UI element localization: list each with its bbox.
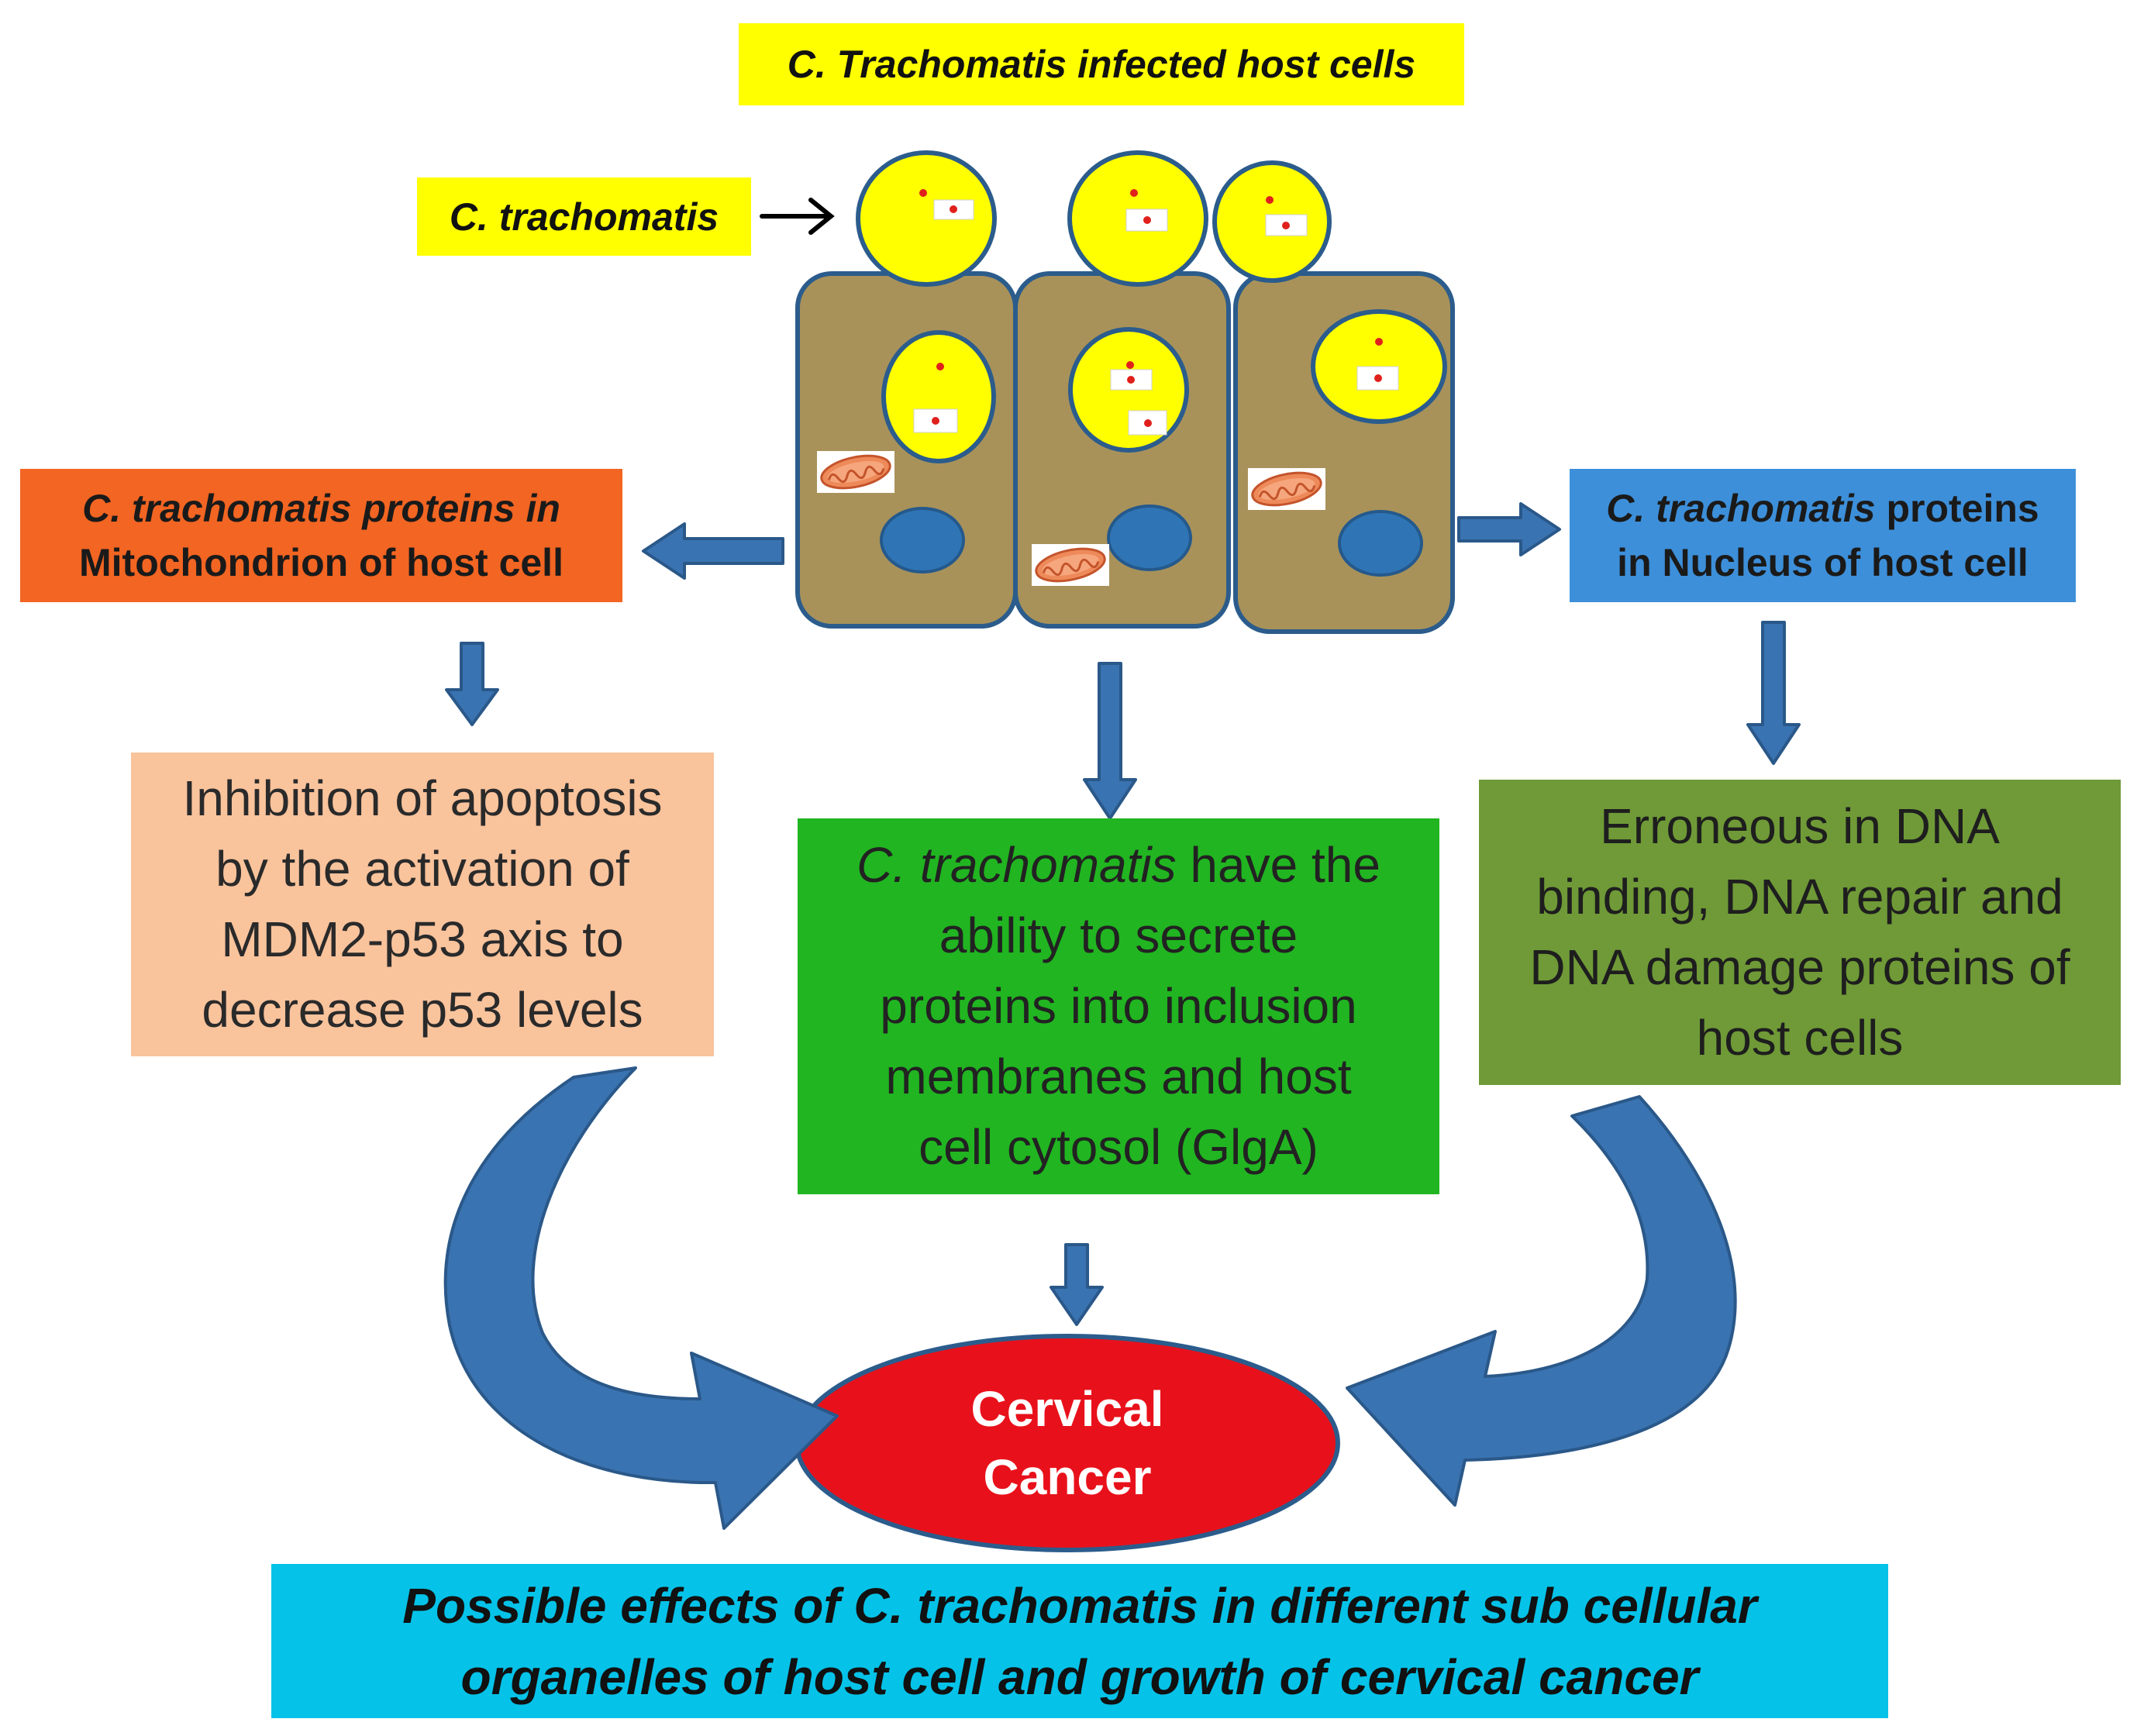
- red-dot: [1374, 374, 1382, 382]
- secretion-box-species: C. trachomatis: [857, 837, 1177, 893]
- mitochondrion-icon: [1248, 468, 1325, 510]
- nucleus: [1107, 505, 1192, 571]
- curved-arrow-right: [1346, 1095, 1737, 1507]
- curved-arrows: [443, 1066, 1737, 1530]
- mitochondrion-box-line: Mitochondrion of host cell: [79, 541, 564, 584]
- secretion-box-line: C. trachomatis have the: [857, 830, 1380, 901]
- cervical-cancer-label: Cervical Cancer: [797, 1336, 1338, 1550]
- nucleus-box-species: C. trachomatis: [1606, 487, 1876, 530]
- red-dot: [1126, 361, 1134, 369]
- arrow-to-secretion-box: [1083, 662, 1137, 820]
- red-dot: [932, 417, 939, 425]
- diagram-title: C. Trachomatis infected host cells: [739, 23, 1464, 105]
- red-dot: [1282, 222, 1290, 229]
- mitochondrion-body: [1035, 547, 1106, 583]
- host-nuclei: [880, 505, 1423, 577]
- diagram-caption: Possible effects of C. trachomatis in di…: [271, 1564, 1888, 1718]
- nucleus-box-line: in Nucleus of host cell: [1617, 541, 2028, 584]
- red-dot: [1130, 189, 1138, 197]
- dna-box-line: host cells: [1696, 1010, 1904, 1066]
- secretion-box-line-rest: have the: [1176, 837, 1380, 893]
- apoptosis-box-line: decrease p53 levels: [202, 982, 643, 1038]
- arrow-to-apoptosis-box: [445, 642, 499, 726]
- nucleus: [880, 507, 965, 574]
- cervical-cancer-label-line: Cancer: [983, 1449, 1152, 1505]
- mitochondrion-box-line: C. trachomatis proteins in: [82, 487, 560, 530]
- red-dot: [950, 205, 957, 213]
- secretion-box-line: cell cytosol (GlgA): [919, 1119, 1318, 1175]
- mitochondrion-cristae: [827, 465, 885, 484]
- pathogen-label: C. trachomatis: [417, 177, 751, 256]
- red-dot: [1144, 419, 1152, 427]
- red-dot: [1266, 196, 1274, 204]
- caption-line: organelles of host cell and growth of ce…: [460, 1648, 1699, 1705]
- protein-secretion-box: C. trachomatis have the ability to secre…: [798, 818, 1439, 1194]
- inclusion-markers: [913, 189, 1399, 436]
- nucleus-box-line-rest: proteins: [1875, 487, 2039, 530]
- curved-arrow-left: [443, 1066, 839, 1530]
- apoptosis-inhibition-box: Inhibition of apoptosis by the activatio…: [131, 753, 714, 1056]
- apoptosis-box-line: Inhibition of apoptosis: [182, 770, 663, 826]
- arrow-to-dna-box: [1746, 621, 1801, 765]
- apoptosis-box-line: MDM2-p53 axis to: [221, 911, 624, 967]
- chlamydia-body: [856, 150, 997, 287]
- secretion-box-line: membranes and host: [885, 1049, 1352, 1104]
- dna-box-line: binding, DNA repair and: [1536, 869, 2063, 925]
- mitochondrion-icon: [817, 451, 894, 493]
- red-dot: [1127, 376, 1135, 384]
- red-dot: [919, 189, 927, 197]
- pointer-arrow-icon: [760, 198, 835, 235]
- mitochondrion-cristae: [1258, 482, 1316, 501]
- mitochondrion-proteins-box: C. trachomatis proteins in Mitochondrion…: [20, 469, 622, 602]
- nucleus: [1338, 510, 1423, 577]
- diagram-title-text: C. Trachomatis infected host cells: [787, 43, 1416, 86]
- nucleus-box-line: C. trachomatis proteins: [1606, 481, 2039, 536]
- mitochondrion-body: [820, 454, 891, 490]
- chlamydia-inclusion: [881, 330, 996, 463]
- dna-box-line: Erroneous in DNA: [1600, 798, 2000, 854]
- red-dot: [1375, 338, 1383, 346]
- arrow-to-cervical-cancer: [1050, 1243, 1104, 1326]
- dna-proteins-box: Erroneous in DNA binding, DNA repair and…: [1479, 780, 2121, 1085]
- caption-line: Possible effects of C. trachomatis in di…: [402, 1577, 1757, 1634]
- red-dot: [1143, 216, 1151, 224]
- marker-box: [1128, 410, 1167, 436]
- mitochondrion-cristae: [1042, 558, 1100, 577]
- arrow-to-nucleus-box: [1457, 502, 1561, 556]
- red-dot: [936, 363, 944, 370]
- nucleus-proteins-box: C. trachomatis proteins in Nucleus of ho…: [1570, 469, 2076, 602]
- dna-box-line: DNA damage proteins of: [1529, 939, 2070, 995]
- pathogen-label-text: C. trachomatis: [449, 195, 719, 239]
- secretion-box-line: ability to secrete: [939, 908, 1298, 963]
- apoptosis-box-line: by the activation of: [215, 841, 629, 897]
- flow-arrows: [445, 502, 1801, 1326]
- secretion-box-line: proteins into inclusion: [880, 978, 1357, 1034]
- arrow-to-mitochondrion-box: [642, 522, 784, 580]
- pointer-arrow-head: [808, 198, 835, 235]
- cervical-cancer-label-line: Cervical: [970, 1381, 1164, 1437]
- mitochondrion-icon: [1032, 544, 1109, 586]
- mitochondrion-body: [1251, 471, 1322, 507]
